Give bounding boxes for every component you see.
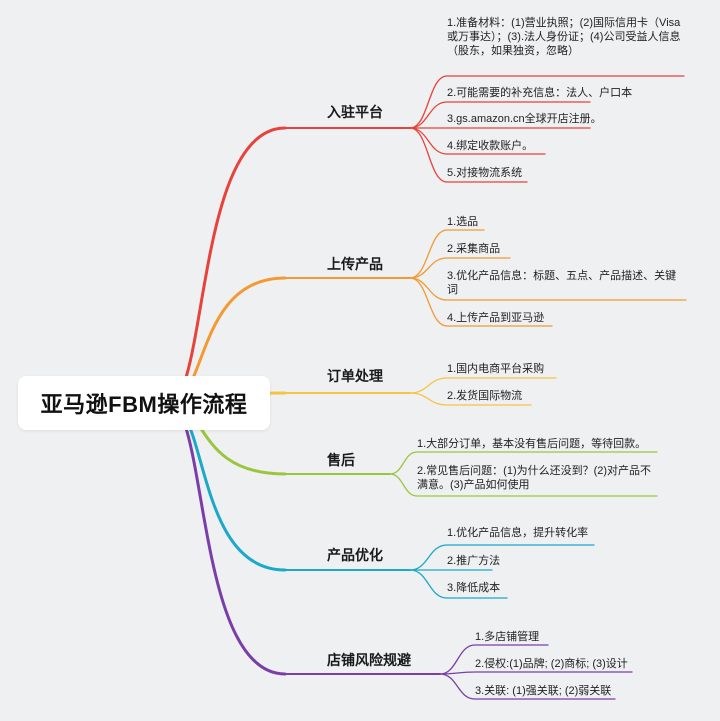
leaf-connector (409, 544, 595, 571)
leaf-connector (409, 127, 528, 183)
leaf-connector (409, 392, 532, 406)
leaf-optimize-3: 3.降低成本 (447, 582, 501, 594)
leaf-connector (409, 257, 511, 279)
leaf-connector (389, 473, 658, 497)
leaf-connector (409, 101, 591, 129)
leaf-connector (409, 569, 508, 599)
branch-onboarding: 入驻平台 (327, 104, 383, 120)
leaf-connector (409, 377, 557, 394)
leaf-connector (439, 644, 549, 675)
leaf-connector (409, 229, 485, 279)
leaf-onboarding-4: 4.绑定收款账户。 (447, 140, 534, 152)
leaf-order-1: 1.国内电商平台采购 (447, 363, 545, 375)
leaf-aftersales-1: 1.大部分订单，基本没有售后问题，等待回款。 (417, 438, 647, 450)
leaf-onboarding-2: 2.可能需要的补充信息：法人、户口本 (447, 87, 633, 99)
leaf-upload-2: 2.采集商品 (447, 243, 501, 255)
leaf-connector (439, 673, 616, 700)
branch-store-risk: 店铺风险规避 (327, 652, 411, 668)
leaf-connector (409, 277, 553, 327)
leaf-connector (439, 671, 633, 675)
branch-connector (166, 401, 287, 676)
leaf-risk-2: 2.侵权:(1)品牌; (2)商标; (3)设计 (475, 658, 628, 670)
leaf-onboarding-5: 5.对接物流系统 (447, 167, 523, 179)
branch-connector (166, 126, 287, 405)
leaf-order-2: 2.发货国际物流 (447, 390, 523, 402)
branch-product-optimization: 产品优化 (327, 547, 383, 563)
leaf-connector (389, 451, 658, 475)
branch-order-processing: 订单处理 (327, 368, 383, 384)
leaf-onboarding-3: 3.gs.amazon.cn全球开店注册。 (447, 113, 602, 125)
leaf-upload-4: 4.上传产品到亚马逊 (447, 312, 545, 324)
root-title: 亚马逊FBM操作流程 (40, 392, 248, 417)
leaf-optimize-2: 2.推广方法 (447, 555, 501, 567)
leaf-risk-3: 3.关联: (1)强关联; (2)弱关联 (475, 685, 612, 697)
leaf-upload-1: 1.选品 (447, 216, 479, 228)
branch-upload-products: 上传产品 (327, 256, 383, 272)
leaf-aftersales-2: 2.常见售后问题：(1)为什么还没到？(2)对产品不满意。(3)产品如何使用 (417, 465, 652, 491)
leaf-risk-1: 1.多店铺管理 (475, 631, 540, 643)
root-node: 亚马逊FBM操作流程 (18, 376, 270, 430)
leaf-onboarding-1: 1.准备材料：(1)营业执照；(2)国际信用卡（Visa或万事达）；(3).法人… (447, 17, 681, 57)
leaf-upload-3: 3.优化产品信息：标题、五点、产品描述、关键词 (447, 270, 677, 296)
branch-after-sales: 售后 (327, 452, 355, 468)
leaf-connector (409, 75, 685, 129)
leaf-optimize-1: 1.优化产品信息，提升转化率 (447, 527, 589, 539)
